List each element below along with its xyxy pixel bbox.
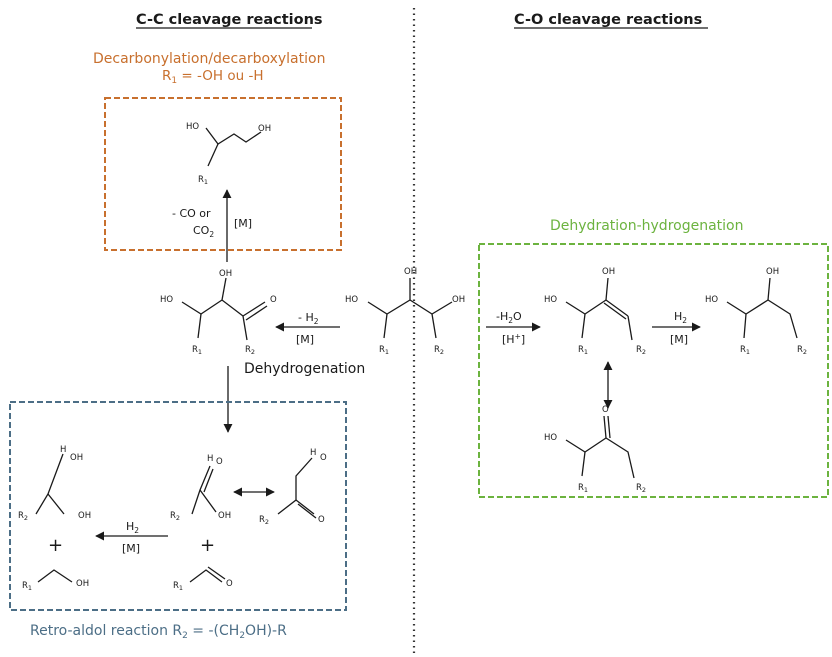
polyol-oh-top-label: OH	[404, 267, 417, 277]
hydroxyketone-molecule	[181, 277, 268, 341]
enol-molecule	[565, 277, 633, 341]
keto-r1-label: R1	[578, 483, 588, 494]
retro-enol-r2-label: R2	[170, 511, 180, 522]
dehydrogenation-cond-catalyst: [M]	[296, 333, 314, 346]
retro-plus-right: +	[200, 535, 215, 556]
enol-oh-label: OH	[602, 267, 615, 277]
decarb-title: Decarbonylation/decarboxylation	[93, 51, 325, 67]
retro-enol-h-label: H	[207, 454, 213, 464]
retro-diol-molecule	[35, 453, 65, 515]
retro-alcohol-oh-label: OH	[76, 579, 89, 589]
retro-diol-oh-label: OH	[78, 511, 91, 521]
keto-r2-label: R2	[636, 483, 646, 494]
retro-diol-oh-top-label: OH	[70, 453, 83, 463]
dehydrogenation-cond-h2: - H2	[298, 311, 319, 326]
keto-ho-label: HO	[544, 433, 557, 443]
enol-r1-label: R1	[578, 345, 588, 356]
polyol-r1-label: R1	[379, 345, 389, 356]
retro-cond-h2: H2	[126, 520, 139, 535]
decarb-ho-label: HO	[186, 122, 199, 132]
dehydration-title: Dehydration-hydrogenation	[550, 218, 743, 234]
diol-ho-label: HO	[705, 295, 718, 305]
retro-diol-h-label: H	[60, 445, 66, 455]
decarb-cond-co2: CO2	[193, 224, 214, 239]
diol-r2-label: R2	[797, 345, 807, 356]
retro-enol-molecule	[191, 465, 217, 515]
enol-ho-label: HO	[544, 295, 557, 305]
retro-aldehyde-o-label: O	[226, 579, 233, 589]
retro-aldol-box	[9, 401, 347, 611]
diol-oh-label: OH	[766, 267, 779, 277]
decarb-oh-label: OH	[258, 124, 271, 134]
polyol-ho-label: HO	[345, 295, 358, 305]
hydroxyketone-r2-label: R2	[245, 345, 255, 356]
hydroxyketone-oh-label: OH	[219, 269, 232, 279]
hydrogenation-cond-h2: H2	[674, 310, 687, 325]
decarb-cond-co: - CO or	[172, 207, 211, 220]
decarb-cond-catalyst: [M]	[234, 217, 252, 230]
heading-co-cleavage: C-O cleavage reactions	[514, 12, 702, 28]
retro-cond-catalyst: [M]	[122, 542, 140, 555]
hydrogenation-cond-catalyst: [M]	[670, 333, 688, 346]
retro-keto-o-top-label: O	[320, 453, 327, 463]
retro-aldehyde-molecule	[189, 566, 226, 583]
polyol-r2-label: R2	[434, 345, 444, 356]
retro-plus-left: +	[48, 535, 63, 556]
dehydrogenation-label: Dehydrogenation	[244, 361, 365, 377]
keto-o-label: O	[602, 405, 609, 415]
starting-polyol-molecule	[367, 278, 453, 339]
decarb-r1-definition: R1 = -OH ou -H	[162, 68, 263, 86]
retro-aldehyde-r1-label: R1	[173, 581, 183, 592]
enol-r2-label: R2	[636, 345, 646, 356]
retro-keto-r2-label: R2	[259, 515, 269, 526]
hydroxyketone-ho-label: HO	[160, 295, 173, 305]
retro-aldol-title: Retro-aldol reaction R2 = -(CH2OH)-R	[30, 623, 287, 641]
retro-enol-oh-label: OH	[218, 511, 231, 521]
keto-tautomer-molecule	[565, 415, 635, 479]
retro-keto-o-label: O	[318, 515, 325, 525]
dehydration-cond-h2o: -H2O	[496, 310, 522, 325]
dehydration-box	[478, 243, 829, 498]
retro-keto-h-label: H	[310, 448, 316, 458]
diol-r1-label: R1	[740, 345, 750, 356]
retro-enol-o-label: O	[216, 457, 223, 467]
hydroxyketone-o-label: O	[270, 295, 277, 305]
diol-product-molecule	[726, 277, 798, 339]
hydroxyketone-r1-label: R1	[192, 345, 202, 356]
retro-diol-r2-label: R2	[18, 511, 28, 522]
dehydration-cond-acid: [H+]	[502, 332, 525, 346]
retro-keto-molecule	[277, 457, 317, 519]
retro-alcohol-molecule	[37, 569, 73, 583]
decarb-box	[104, 97, 342, 251]
decarb-r1-label: R1	[198, 175, 208, 186]
retro-alcohol-r1-label: R1	[22, 581, 32, 592]
heading-cc-cleavage: C-C cleavage reactions	[136, 12, 323, 28]
polyol-oh-right-label: OH	[452, 295, 465, 305]
decarb-product-molecule	[205, 127, 262, 167]
